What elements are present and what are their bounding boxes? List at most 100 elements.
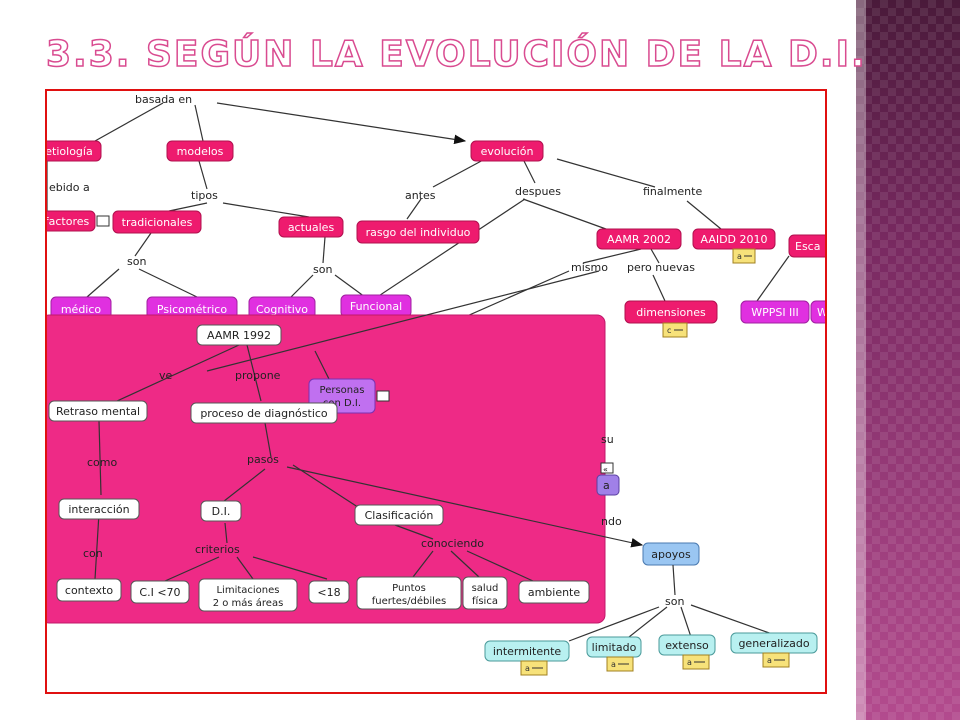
node-wppsi[interactable]: WPPSI III <box>740 300 810 324</box>
decorative-side-panel <box>856 0 960 720</box>
svg-text:fuertes/débiles: fuertes/débiles <box>372 595 447 607</box>
node-evolucion-label: evolución <box>481 145 534 158</box>
node-escalas-label: Esca <box>795 240 820 253</box>
node-limitaciones-label: Limitaciones <box>216 585 279 596</box>
node-rasgo[interactable]: rasgo del individuo <box>356 220 480 244</box>
node-ci-label: C.I <70 <box>139 586 180 599</box>
node-ambiente-label: ambiente <box>528 586 581 599</box>
link-son-3: son <box>665 595 684 608</box>
node-cognitivo-label: Cognitivo <box>256 303 308 316</box>
node-dimensiones-label: dimensiones <box>636 306 706 319</box>
node-funcional-label: Funcional <box>350 300 402 313</box>
node-salud[interactable]: salud física <box>462 576 508 610</box>
link-propone: propone <box>235 369 281 382</box>
side-panel-divider <box>856 0 866 720</box>
node-ambiente[interactable]: ambiente <box>518 580 590 604</box>
node-w-label: W <box>817 306 825 319</box>
node-ci[interactable]: C.I <70 <box>130 580 190 604</box>
note-icon[interactable]: a <box>682 654 710 670</box>
link-pasos: pasos <box>247 453 279 466</box>
node-hidden-label: a <box>603 479 610 492</box>
link-conociendo: conociendo <box>421 537 484 550</box>
link-despues: despues <box>515 185 561 198</box>
link-su: su <box>601 433 614 446</box>
node-limitado[interactable]: limitado <box>586 636 642 658</box>
node-contexto[interactable]: contexto <box>56 578 122 602</box>
node-aaidd2010[interactable]: AAIDD 2010 <box>692 228 776 250</box>
node-clasificacion[interactable]: Clasificación <box>354 504 444 526</box>
node-actuales[interactable]: actuales <box>278 216 344 238</box>
note-icon[interactable]: a <box>762 652 790 668</box>
node-aamr1992[interactable]: AAMR 1992 <box>196 324 282 346</box>
node-puntos-label: Puntos <box>392 583 426 594</box>
node-menor18[interactable]: <18 <box>308 580 350 604</box>
node-intermitente[interactable]: intermitente <box>484 640 570 662</box>
node-hidden[interactable]: a <box>596 474 620 496</box>
node-apoyos-label: apoyos <box>651 548 691 561</box>
node-limitado-label: limitado <box>592 641 637 654</box>
note-icon[interactable]: a <box>520 660 548 676</box>
link-criterios: criterios <box>195 543 240 556</box>
link-debido-a: ebido a <box>49 181 90 194</box>
link-son-1: son <box>127 255 146 268</box>
node-extenso[interactable]: extenso <box>658 634 716 656</box>
node-di-label: D.I. <box>212 505 231 518</box>
node-limitaciones[interactable]: Limitaciones 2 o más áreas <box>198 578 298 612</box>
link-como: como <box>87 456 117 469</box>
svg-text:2 o más áreas: 2 o más áreas <box>213 597 284 609</box>
link-ve: ve <box>159 369 173 382</box>
panel-link-labels: ve propone como con pasos criterios cono… <box>83 369 484 560</box>
node-proceso[interactable]: proceso de diagnóstico <box>190 402 338 424</box>
expand-collapse-icon[interactable]: « <box>600 462 614 474</box>
node-retraso-label: Retraso mental <box>56 405 140 418</box>
node-di[interactable]: D.I. <box>200 500 242 522</box>
node-rasgo-label: rasgo del individuo <box>366 226 471 239</box>
node-apoyos[interactable]: apoyos <box>642 542 700 566</box>
node-factores-label: factores <box>47 215 90 228</box>
node-psicometrico-label: Psicométrico <box>157 303 227 316</box>
node-modelos[interactable]: modelos <box>166 140 234 162</box>
node-generalizado[interactable]: generalizado <box>730 632 818 654</box>
link-ndo: ndo <box>601 515 622 528</box>
node-wppsi-label: WPPSI III <box>751 306 799 319</box>
note-icon[interactable]: a <box>732 248 756 264</box>
node-w[interactable]: W <box>810 300 825 324</box>
outer-link-labels: basada en ebido a tipos son son antes de… <box>49 93 702 276</box>
node-proceso-label: proceso de diagnóstico <box>200 407 328 420</box>
node-tradicionales-label: tradicionales <box>122 216 193 229</box>
note-icon[interactable]: a <box>606 656 634 672</box>
node-factores[interactable]: factores <box>47 210 110 232</box>
node-aamr2002-label: AAMR 2002 <box>607 233 671 246</box>
node-etiologia[interactable]: etiología <box>47 140 102 162</box>
note-icon[interactable]: c <box>662 322 688 338</box>
node-funcional[interactable]: Funcional <box>340 294 412 318</box>
node-intermitente-label: intermitente <box>493 645 562 658</box>
concept-map-frame: etiología modelos evolución factores tra… <box>45 89 827 694</box>
node-aamr1992-label: AAMR 1992 <box>207 329 271 342</box>
node-modelos-label: modelos <box>177 145 224 158</box>
node-aamr2002[interactable]: AAMR 2002 <box>596 228 682 250</box>
svg-text:a: a <box>525 664 530 673</box>
svg-text:física: física <box>472 595 498 607</box>
link-finalmente: finalmente <box>643 185 702 198</box>
svg-text:a: a <box>611 660 616 669</box>
node-dimensiones[interactable]: dimensiones <box>624 300 718 324</box>
link-pero-nuevas: pero nuevas <box>627 261 695 274</box>
node-aaidd2010-label: AAIDD 2010 <box>700 233 767 246</box>
node-interaccion[interactable]: interacción <box>58 498 140 520</box>
node-menor18-label: <18 <box>317 586 340 599</box>
node-retraso[interactable]: Retraso mental <box>48 400 148 422</box>
node-tradicionales[interactable]: tradicionales <box>112 210 202 234</box>
node-generalizado-label: generalizado <box>738 637 809 650</box>
slide-title: 3.3. Según la evolución de la D.I. <box>45 33 867 76</box>
node-evolucion[interactable]: evolución <box>470 140 544 162</box>
link-antes: antes <box>405 189 436 202</box>
node-escalas[interactable]: Esca <box>788 234 825 258</box>
apoyos-connectors <box>568 564 776 642</box>
node-puntos[interactable]: Puntos fuertes/débiles <box>356 576 462 610</box>
svg-text:c: c <box>667 326 671 335</box>
node-interaccion-label: interacción <box>68 503 129 516</box>
node-salud-label: salud <box>472 583 499 594</box>
link-tipos: tipos <box>191 189 218 202</box>
link-son-2: son <box>313 263 332 276</box>
